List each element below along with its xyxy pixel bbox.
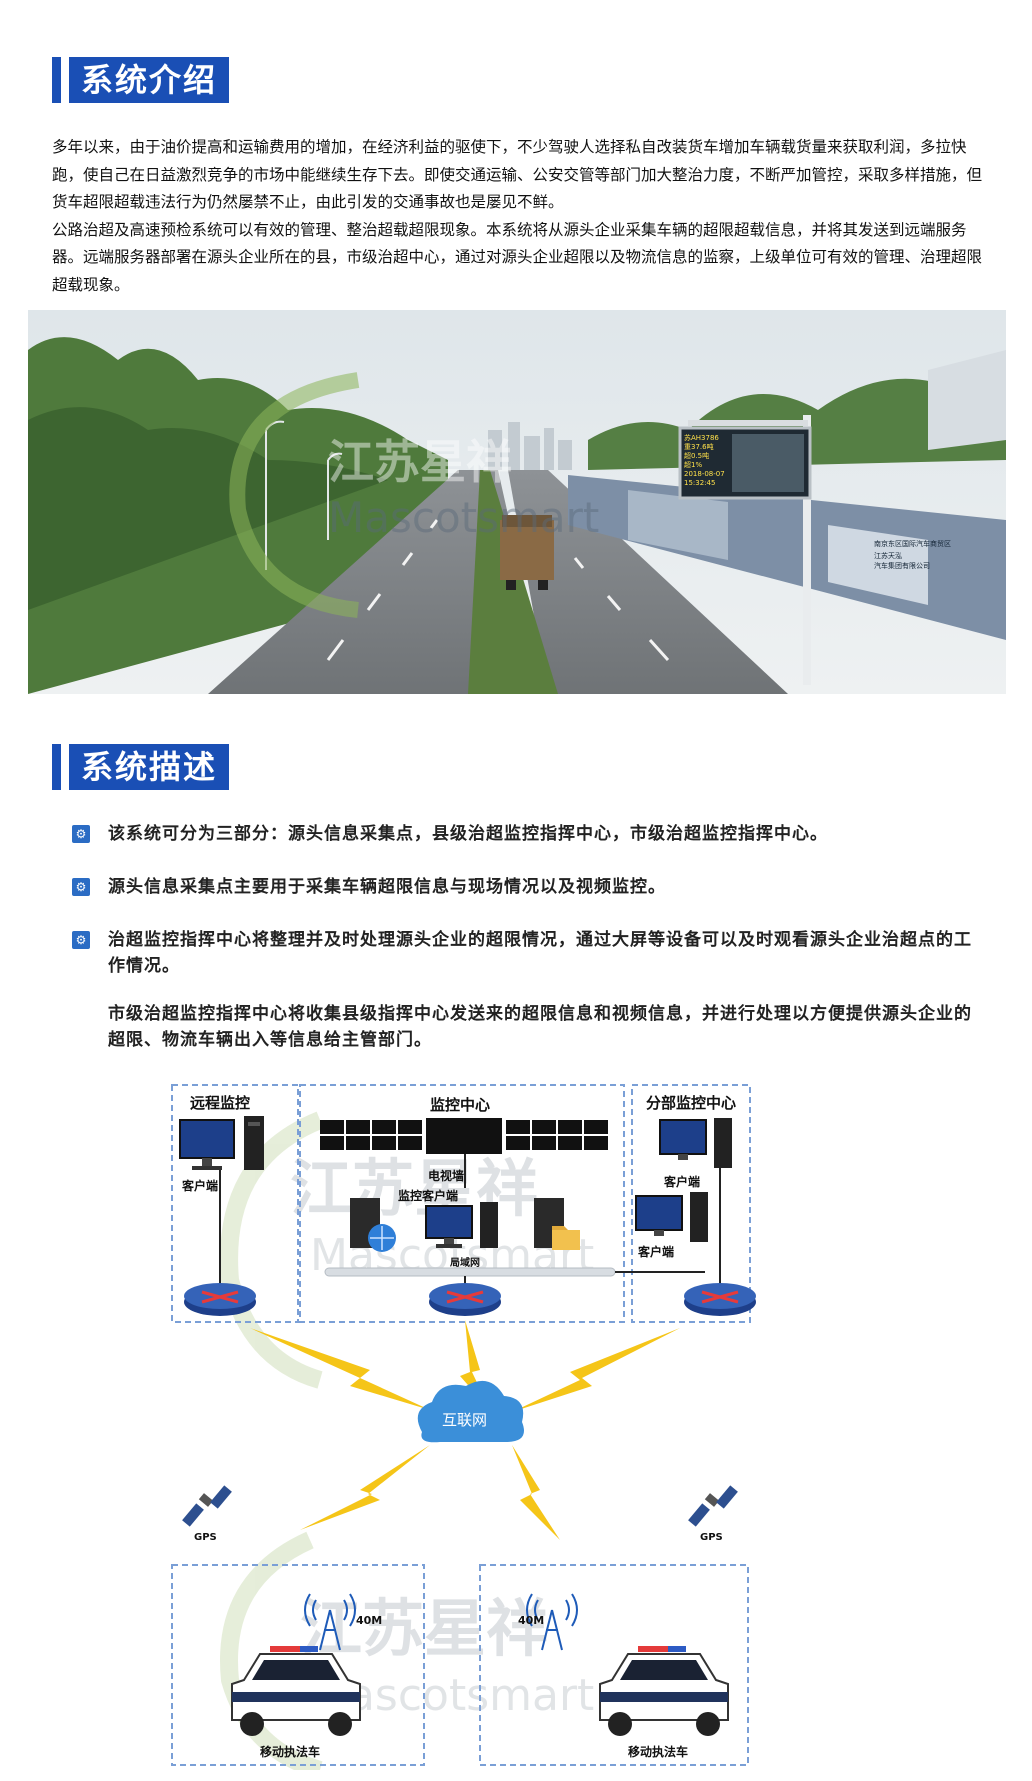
satellite-icon-right	[688, 1485, 738, 1527]
gps-label-left: GPS	[194, 1532, 217, 1543]
remote-client-label: 客户端	[181, 1178, 218, 1193]
billboard-line-2: 江苏天泓	[874, 551, 902, 560]
description-item-3: ⚙ 治超监控指挥中心将整理并及时处理源头企业的超限情况，通过大屏等设备可以及时观…	[72, 927, 972, 979]
satellite-icon-left	[182, 1485, 232, 1527]
antenna-icon-right	[526, 1593, 578, 1651]
police-car-icon-right	[599, 1646, 729, 1736]
server-folder-icon	[534, 1198, 580, 1250]
intro-paragraph-2: 公路治超及高速预检系统可以有效的管理、整治超载超限现象。本系统将从源头企业采集车…	[52, 220, 983, 294]
section-title-intro: 系统介绍	[52, 55, 230, 105]
billboard-line-1: 南京东区国际汽车商贸区	[874, 539, 951, 548]
signal-label-right: 40M	[518, 1614, 544, 1627]
remote-monitor-box	[171, 1084, 299, 1323]
gps-label-right: GPS	[700, 1532, 723, 1543]
internet-cloud-icon	[417, 1380, 524, 1443]
sign-line-6: 15:32:45	[684, 479, 715, 487]
gear-icon: ⚙	[72, 931, 90, 949]
tv-wall-icon	[320, 1118, 608, 1154]
vehicle-right-box	[479, 1564, 749, 1766]
network-diagram: 江苏星祥 Mascotsmart 江苏星祥 Mascotsmart 远程监控 监…	[160, 1080, 860, 1779]
billboard-line-3: 汽车集团有限公司	[874, 561, 930, 570]
branch-client-label-1: 客户端	[663, 1174, 700, 1189]
monitor-client-computer-icon	[425, 1202, 498, 1248]
branch-center-title: 分部监控中心	[646, 1094, 736, 1112]
remote-monitor-title: 远程监控	[190, 1094, 250, 1112]
section-title-label: 系统介绍	[69, 57, 230, 103]
sign-line-3: 超0.5吨	[684, 451, 709, 460]
description-text: 该系统可分为三部分：源头信息采集点，县级治超监控指挥中心，市级治超监控指挥中心。	[108, 824, 828, 844]
remote-client-computer-icon	[179, 1116, 264, 1170]
description-text: 治超监控指挥中心将整理并及时处理源头企业的超限情况，通过大屏等设备可以及时观看源…	[108, 930, 972, 976]
monitor-center-title: 监控中心	[430, 1096, 490, 1114]
sign-line-1: 苏AH3786	[684, 433, 719, 442]
vehicle-label-left: 移动执法车	[260, 1744, 320, 1759]
description-text: 源头信息采集点主要用于采集车辆超限信息与现场情况以及视频监控。	[108, 877, 666, 897]
sign-line-4: 超1%	[684, 460, 702, 469]
intro-paragraph-1: 多年以来，由于油价提高和运输费用的增加，在经济利益的驱使下，不少驾驶人选择私自改…	[52, 138, 983, 211]
sign-line-2: 重37.6吨	[684, 442, 714, 451]
intro-text: 多年以来，由于油价提高和运输费用的增加，在经济利益的驱使下，不少驾驶人选择私自改…	[52, 134, 982, 299]
vehicle-left-box	[171, 1564, 425, 1766]
photo-watermark-en: Mascotsmart	[328, 493, 599, 542]
photo-watermark-cn: 江苏星祥	[328, 435, 512, 489]
router-icon-right	[684, 1283, 756, 1316]
tv-wall-label: 电视墙	[428, 1168, 464, 1183]
description-item-2: ⚙ 源头信息采集点主要用于采集车辆超限信息与现场情况以及视频监控。	[72, 874, 972, 900]
highway-illustration: 南京东区国际汽车商贸区 江苏天泓 汽车集团有限公司 苏AH3786 重37.6吨…	[28, 310, 1006, 694]
branch-client-label-2: 客户端	[637, 1244, 674, 1259]
router-icon-center	[429, 1283, 501, 1316]
network-diagram-svg: 江苏星祥 Mascotsmart 江苏星祥 Mascotsmart 远程监控 监…	[171, 1084, 756, 1779]
vehicle-label-right: 移动执法车	[628, 1744, 688, 1759]
router-icon-left	[184, 1283, 256, 1316]
gear-icon: ⚙	[72, 825, 90, 843]
lan-label: 局域网	[449, 1256, 480, 1269]
title-bar	[52, 57, 61, 103]
description-item-4: 市级治超监控指挥中心将收集县级指挥中心发送来的超限信息和视频信息，并进行处理以方…	[72, 1001, 972, 1053]
monitor-client-label: 监控客户端	[398, 1188, 458, 1203]
signal-label-left: 40M	[356, 1614, 382, 1627]
branch-center-box	[631, 1084, 751, 1323]
monitor-center-box	[299, 1084, 625, 1323]
sign-line-5: 2018-08-07	[684, 470, 725, 478]
lightning-icons	[250, 1320, 680, 1540]
description-text: 市级治超监控指挥中心将收集县级指挥中心发送来的超限信息和视频信息，并进行处理以方…	[108, 1004, 972, 1050]
title-bar	[52, 744, 61, 790]
police-car-icon-left	[231, 1646, 361, 1736]
branch-client-computer-icon-1	[659, 1118, 732, 1168]
section-title-description: 系统描述	[52, 742, 230, 792]
description-item-1: ⚙ 该系统可分为三部分：源头信息采集点，县级治超监控指挥中心，市级治超监控指挥中…	[72, 821, 972, 847]
highway-photo: 南京东区国际汽车商贸区 江苏天泓 汽车集团有限公司 苏AH3786 重37.6吨…	[28, 310, 1006, 694]
branch-client-computer-icon-2	[635, 1192, 708, 1242]
server-globe-icon	[350, 1198, 396, 1252]
section-title-label: 系统描述	[69, 744, 230, 790]
internet-label: 互联网	[442, 1411, 487, 1429]
gear-icon: ⚙	[72, 878, 90, 896]
antenna-icon-left	[304, 1593, 356, 1651]
